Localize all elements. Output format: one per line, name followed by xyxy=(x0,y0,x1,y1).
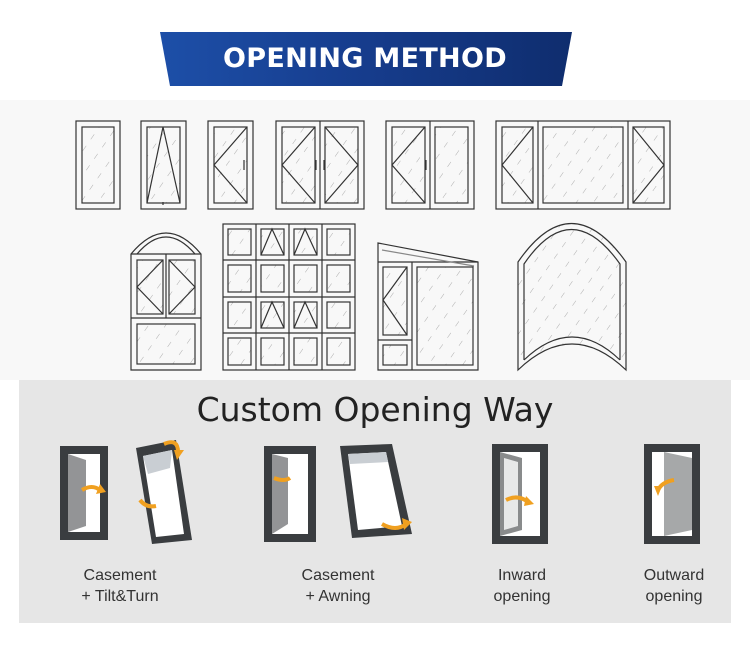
caption-line-2: + Tilt&Turn xyxy=(81,588,159,605)
method-caption-outward: Outward opening xyxy=(624,565,724,607)
outward-window-icon xyxy=(644,444,700,544)
caption-line-2: + Awning xyxy=(305,588,371,605)
tilt-window-icon xyxy=(140,120,187,210)
banner-shape xyxy=(160,32,572,86)
window-diagrams xyxy=(75,120,671,372)
grid-curtain-wall-icon xyxy=(222,223,356,371)
section-title: Custom Opening Way xyxy=(196,390,554,429)
method-caption-inward: Inward opening xyxy=(472,565,572,607)
window-types-drawing xyxy=(0,100,750,380)
caption-line-2: opening xyxy=(493,588,551,605)
double-casement-window-icon xyxy=(275,120,365,210)
casement-fixed-window-icon xyxy=(385,120,475,210)
fixed-window-icon xyxy=(75,120,121,210)
method-caption-tilt-turn: Casement + Tilt&Turn xyxy=(60,565,180,607)
page-title: OPENING METHOD xyxy=(223,43,507,74)
caption-line-1: Casement xyxy=(83,567,157,584)
sunroom-window-icon xyxy=(377,242,479,371)
caption-line-1: Inward xyxy=(497,567,547,584)
inward-window-icon xyxy=(492,444,548,544)
caption-line-1: Casement xyxy=(301,567,375,584)
arched-french-window-icon xyxy=(130,232,202,371)
caption-line-2: opening xyxy=(645,588,703,605)
triple-window-icon xyxy=(495,120,671,210)
header-banner: OPENING METHOD xyxy=(0,0,750,100)
method-caption-awning: Casement + Awning xyxy=(278,565,398,607)
awning-window-icon xyxy=(264,444,412,542)
arched-bay-window-icon xyxy=(517,223,627,372)
caption-line-1: Outward xyxy=(643,567,705,584)
tilt-turn-window-icon xyxy=(60,440,192,544)
casement-window-icon xyxy=(207,120,254,210)
